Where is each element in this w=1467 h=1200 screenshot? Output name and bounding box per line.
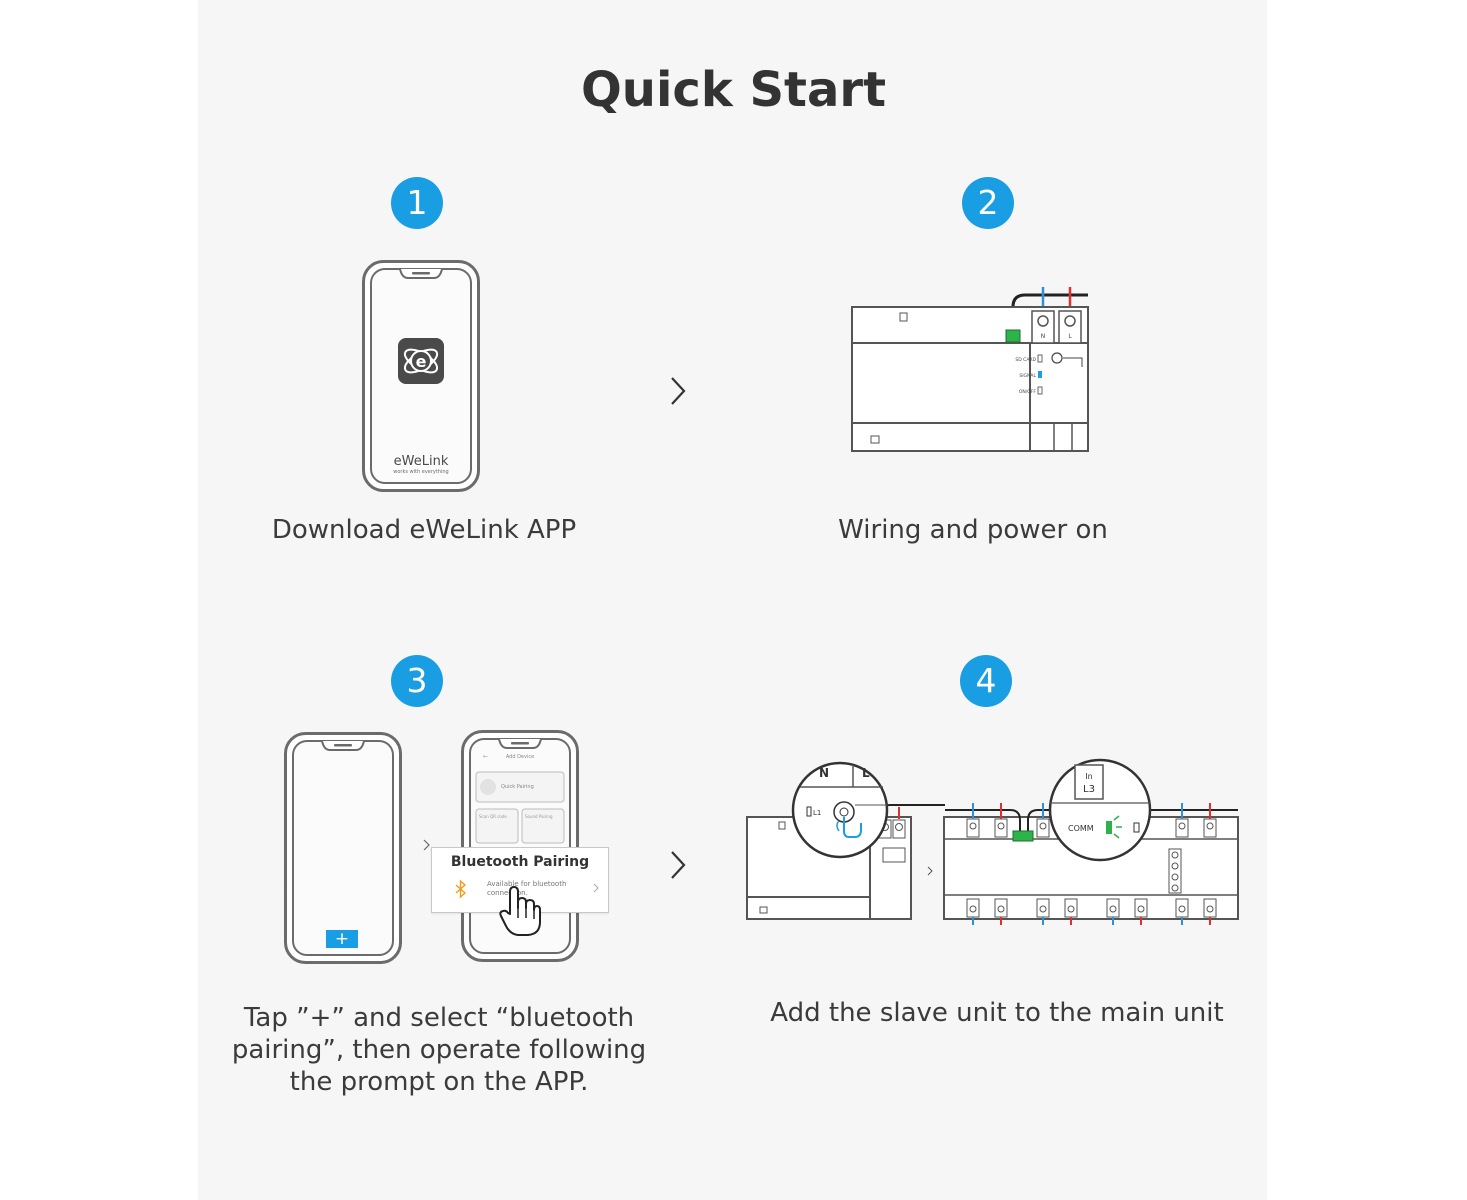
svg-text:Sound Pairing: Sound Pairing	[525, 814, 553, 819]
bluetooth-pairing-subtitle-1: Available for bluetooth	[487, 880, 567, 888]
step-3-caption-line-1: Tap ”+” and select “bluetooth	[243, 1003, 635, 1033]
svg-text:ON/OFF: ON/OFF	[1019, 389, 1037, 395]
svg-text:L: L	[1068, 333, 1072, 340]
slave-bottom-terminals	[966, 898, 1217, 925]
bluetooth-pairing-subtitle-2: connection.	[487, 889, 528, 897]
slave-unit-illustration: N L L1 In L3 COMM	[746, 758, 1239, 925]
svg-text:SD CARD: SD CARD	[1015, 357, 1036, 363]
step-2-caption: Wiring and power on	[838, 515, 1108, 545]
small-chevron-right-icon	[423, 839, 430, 851]
step-4-badge: 4	[960, 655, 1012, 707]
svg-text:N: N	[1041, 333, 1046, 340]
tap-hand-icon	[499, 886, 541, 936]
svg-text:Add Device: Add Device	[506, 754, 534, 760]
svg-text:←: ←	[483, 753, 488, 760]
svg-text:N: N	[819, 766, 829, 780]
svg-text:SIGNAL: SIGNAL	[1019, 373, 1036, 379]
wiring-device-illustration: N L SD CARD SIGNAL ON/OFF	[851, 287, 1089, 452]
step-3-caption-line-2: pairing”, then operate following	[231, 1035, 647, 1065]
app-name-label: eWeLink	[394, 454, 449, 469]
svg-text:COMM: COMM	[1068, 824, 1094, 833]
svg-text:Quick Pairing: Quick Pairing	[501, 784, 534, 790]
page-title: Quick Start	[580, 62, 887, 118]
chevron-right-icon-2	[671, 851, 686, 879]
svg-text:In: In	[1085, 772, 1092, 781]
step-3-caption-line-3: the prompt on the APP.	[289, 1067, 589, 1097]
card-chevron-right-icon	[593, 883, 599, 893]
svg-text:L3: L3	[1083, 784, 1095, 795]
phone-app-illustration: e eWeLink works with everything	[362, 260, 480, 492]
add-plus-button[interactable]: +	[326, 930, 358, 948]
ewelink-logo-icon: e	[398, 338, 444, 384]
svg-text:Scan QR code: Scan QR code	[479, 814, 507, 819]
svg-text:e: e	[416, 352, 427, 371]
svg-text:L: L	[862, 766, 870, 780]
step-4-caption: Add the slave unit to the main unit	[770, 998, 1224, 1028]
step-3-caption: Tap ”+” and select “bluetooth pairing”, …	[219, 1002, 659, 1098]
phone-plus-illustration	[284, 732, 402, 964]
chevron-right-icon	[671, 377, 686, 405]
step-3-badge: 3	[391, 655, 443, 707]
bluetooth-pairing-title: Bluetooth Pairing	[450, 854, 590, 870]
app-tagline-label: works with everything	[393, 469, 448, 475]
content-panel	[198, 0, 1267, 1200]
svg-text:L1: L1	[813, 809, 821, 817]
bluetooth-icon	[455, 879, 467, 899]
step-2-badge: 2	[962, 177, 1014, 229]
step-1-badge: 1	[391, 177, 443, 229]
step-1-caption: Download eWeLink APP	[271, 515, 577, 545]
